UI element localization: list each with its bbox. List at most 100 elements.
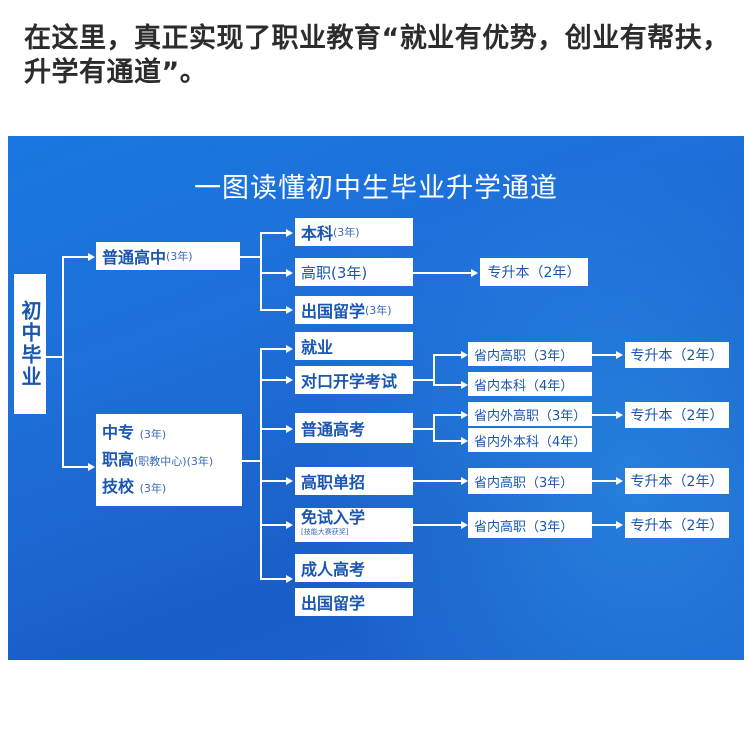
node-putong-gaozhong: 普通高中 (3年) xyxy=(96,242,240,270)
connector xyxy=(433,414,435,442)
arrow-icon xyxy=(286,306,293,314)
node-gaozhi: 高职 (3年) xyxy=(295,258,413,286)
connector xyxy=(62,466,88,468)
connector xyxy=(413,379,433,381)
arrow-icon xyxy=(461,437,468,445)
connector xyxy=(592,414,616,416)
arrow-icon xyxy=(286,425,293,433)
arrow-icon xyxy=(461,477,468,485)
node-gaozhi-danzhao: 高职单招 xyxy=(295,467,413,495)
node-label: 高职 xyxy=(301,263,332,282)
node-row: 技校 (3年) xyxy=(102,474,166,501)
node-chuguo-liuxue-b: 出国留学 xyxy=(295,588,413,616)
arrow-icon xyxy=(286,345,293,353)
arrow-icon xyxy=(286,229,293,237)
node-shengnei-gaozhi-1: 省内高职（3年） xyxy=(468,342,592,366)
node-row: 中专 (3年) xyxy=(102,420,166,447)
connector xyxy=(260,272,286,274)
connector xyxy=(242,460,260,462)
arrow-icon xyxy=(471,269,478,277)
diagram-title: 一图读懂初中生毕业升学通道 xyxy=(194,173,558,204)
connector xyxy=(413,428,433,430)
arrow-icon xyxy=(286,521,293,529)
arrow-icon xyxy=(286,477,293,485)
arrow-icon xyxy=(88,463,95,471)
connector xyxy=(433,384,461,386)
arrow-icon xyxy=(461,411,468,419)
node-label: 本科 xyxy=(301,224,334,243)
arrow-icon xyxy=(286,376,293,384)
node-label: 职高 xyxy=(102,449,135,469)
connector xyxy=(62,256,88,258)
node-zhuanshengben-1: 专升本（2年） xyxy=(480,258,588,286)
arrow-icon xyxy=(286,269,293,277)
connector xyxy=(413,272,471,274)
node-mianshi: 免试入学 [技能大赛获奖] xyxy=(295,508,413,542)
arrow-icon xyxy=(461,521,468,529)
arrow-icon xyxy=(616,351,623,359)
connector xyxy=(260,232,286,234)
node-jiuye: 就业 xyxy=(295,332,413,360)
node-duikou: 对口开学考试 xyxy=(295,366,413,394)
arrow-icon xyxy=(616,411,623,419)
node-zhuanshengben-2: 专升本（2年） xyxy=(625,342,729,368)
connector xyxy=(413,480,461,482)
connector xyxy=(260,428,286,430)
connector xyxy=(260,524,286,526)
root-node: 初中毕业 xyxy=(14,274,46,414)
node-shengnei-gaozhi-2: 省内高职（3年） xyxy=(468,468,592,494)
node-note: (3年) xyxy=(139,481,167,495)
node-note: (3年) xyxy=(166,250,193,263)
node-stack: 免试入学 [技能大赛获奖] xyxy=(301,508,366,539)
arrow-icon xyxy=(88,253,95,261)
node-label: 中专 xyxy=(102,422,135,442)
node-shengnei-benke: 省内本科（4年） xyxy=(468,372,592,396)
node-row: 职高(职教中心)(3年) xyxy=(102,447,213,474)
connector xyxy=(260,348,262,579)
arrow-icon xyxy=(461,351,468,359)
connector xyxy=(260,309,286,311)
node-shengneiwai-benke: 省内外本科（4年） xyxy=(468,428,592,452)
node-note: (3年) xyxy=(365,304,392,317)
node-note: (3年) xyxy=(331,263,368,282)
connector xyxy=(433,414,461,416)
node-shengneiwai-gaozhi: 省内外高职（3年） xyxy=(468,402,592,426)
node-chengren-gaokao: 成人高考 xyxy=(295,554,413,582)
pathway-diagram: 一图读懂初中生毕业升学通道 初中毕业 普通高中 (3年) 本科 (3年) 高职 … xyxy=(8,136,744,660)
node-zhuanshengben-3: 专升本（2年） xyxy=(625,402,729,428)
node-label: 免试入学 xyxy=(301,508,366,527)
node-label: 普通高中 xyxy=(102,248,167,267)
connector xyxy=(433,354,461,356)
node-chuguo-liuxue-a: 出国留学 (3年) xyxy=(295,296,413,324)
connector xyxy=(413,524,461,526)
arrow-icon xyxy=(461,381,468,389)
connector xyxy=(260,578,286,580)
connector xyxy=(592,354,616,356)
node-putong-gaokao: 普通高考 xyxy=(295,413,413,443)
node-note: [技能大赛获奖] xyxy=(301,528,349,536)
connector xyxy=(62,256,64,467)
connector xyxy=(433,354,435,386)
connector xyxy=(260,379,286,381)
connector xyxy=(260,480,286,482)
node-zhuanshengben-5: 专升本（2年） xyxy=(625,512,729,538)
arrow-icon xyxy=(286,575,293,583)
node-label: 技校 xyxy=(102,476,135,496)
connector xyxy=(260,348,286,350)
node-label: 出国留学 xyxy=(301,302,366,321)
node-note: (职教中心)(3年) xyxy=(134,454,214,468)
connector xyxy=(240,256,260,258)
node-note: (3年) xyxy=(333,226,360,239)
node-shengnei-gaozhi-3: 省内高职（3年） xyxy=(468,512,592,538)
node-note: (3年) xyxy=(139,427,167,441)
connector xyxy=(260,232,262,310)
connector xyxy=(46,356,62,358)
arrow-icon xyxy=(616,477,623,485)
arrow-icon xyxy=(616,521,623,529)
headline-text: 在这里，真正实现了职业教育“就业有优势，创业有帮扶，升学有通道”。 xyxy=(24,23,730,88)
node-zhuanshengben-4: 专升本（2年） xyxy=(625,468,729,494)
node-zhongzhi: 中专 (3年) 职高(职教中心)(3年) 技校 (3年) xyxy=(96,414,242,506)
connector xyxy=(433,440,461,442)
node-benke: 本科 (3年) xyxy=(295,218,413,246)
connector xyxy=(592,524,616,526)
